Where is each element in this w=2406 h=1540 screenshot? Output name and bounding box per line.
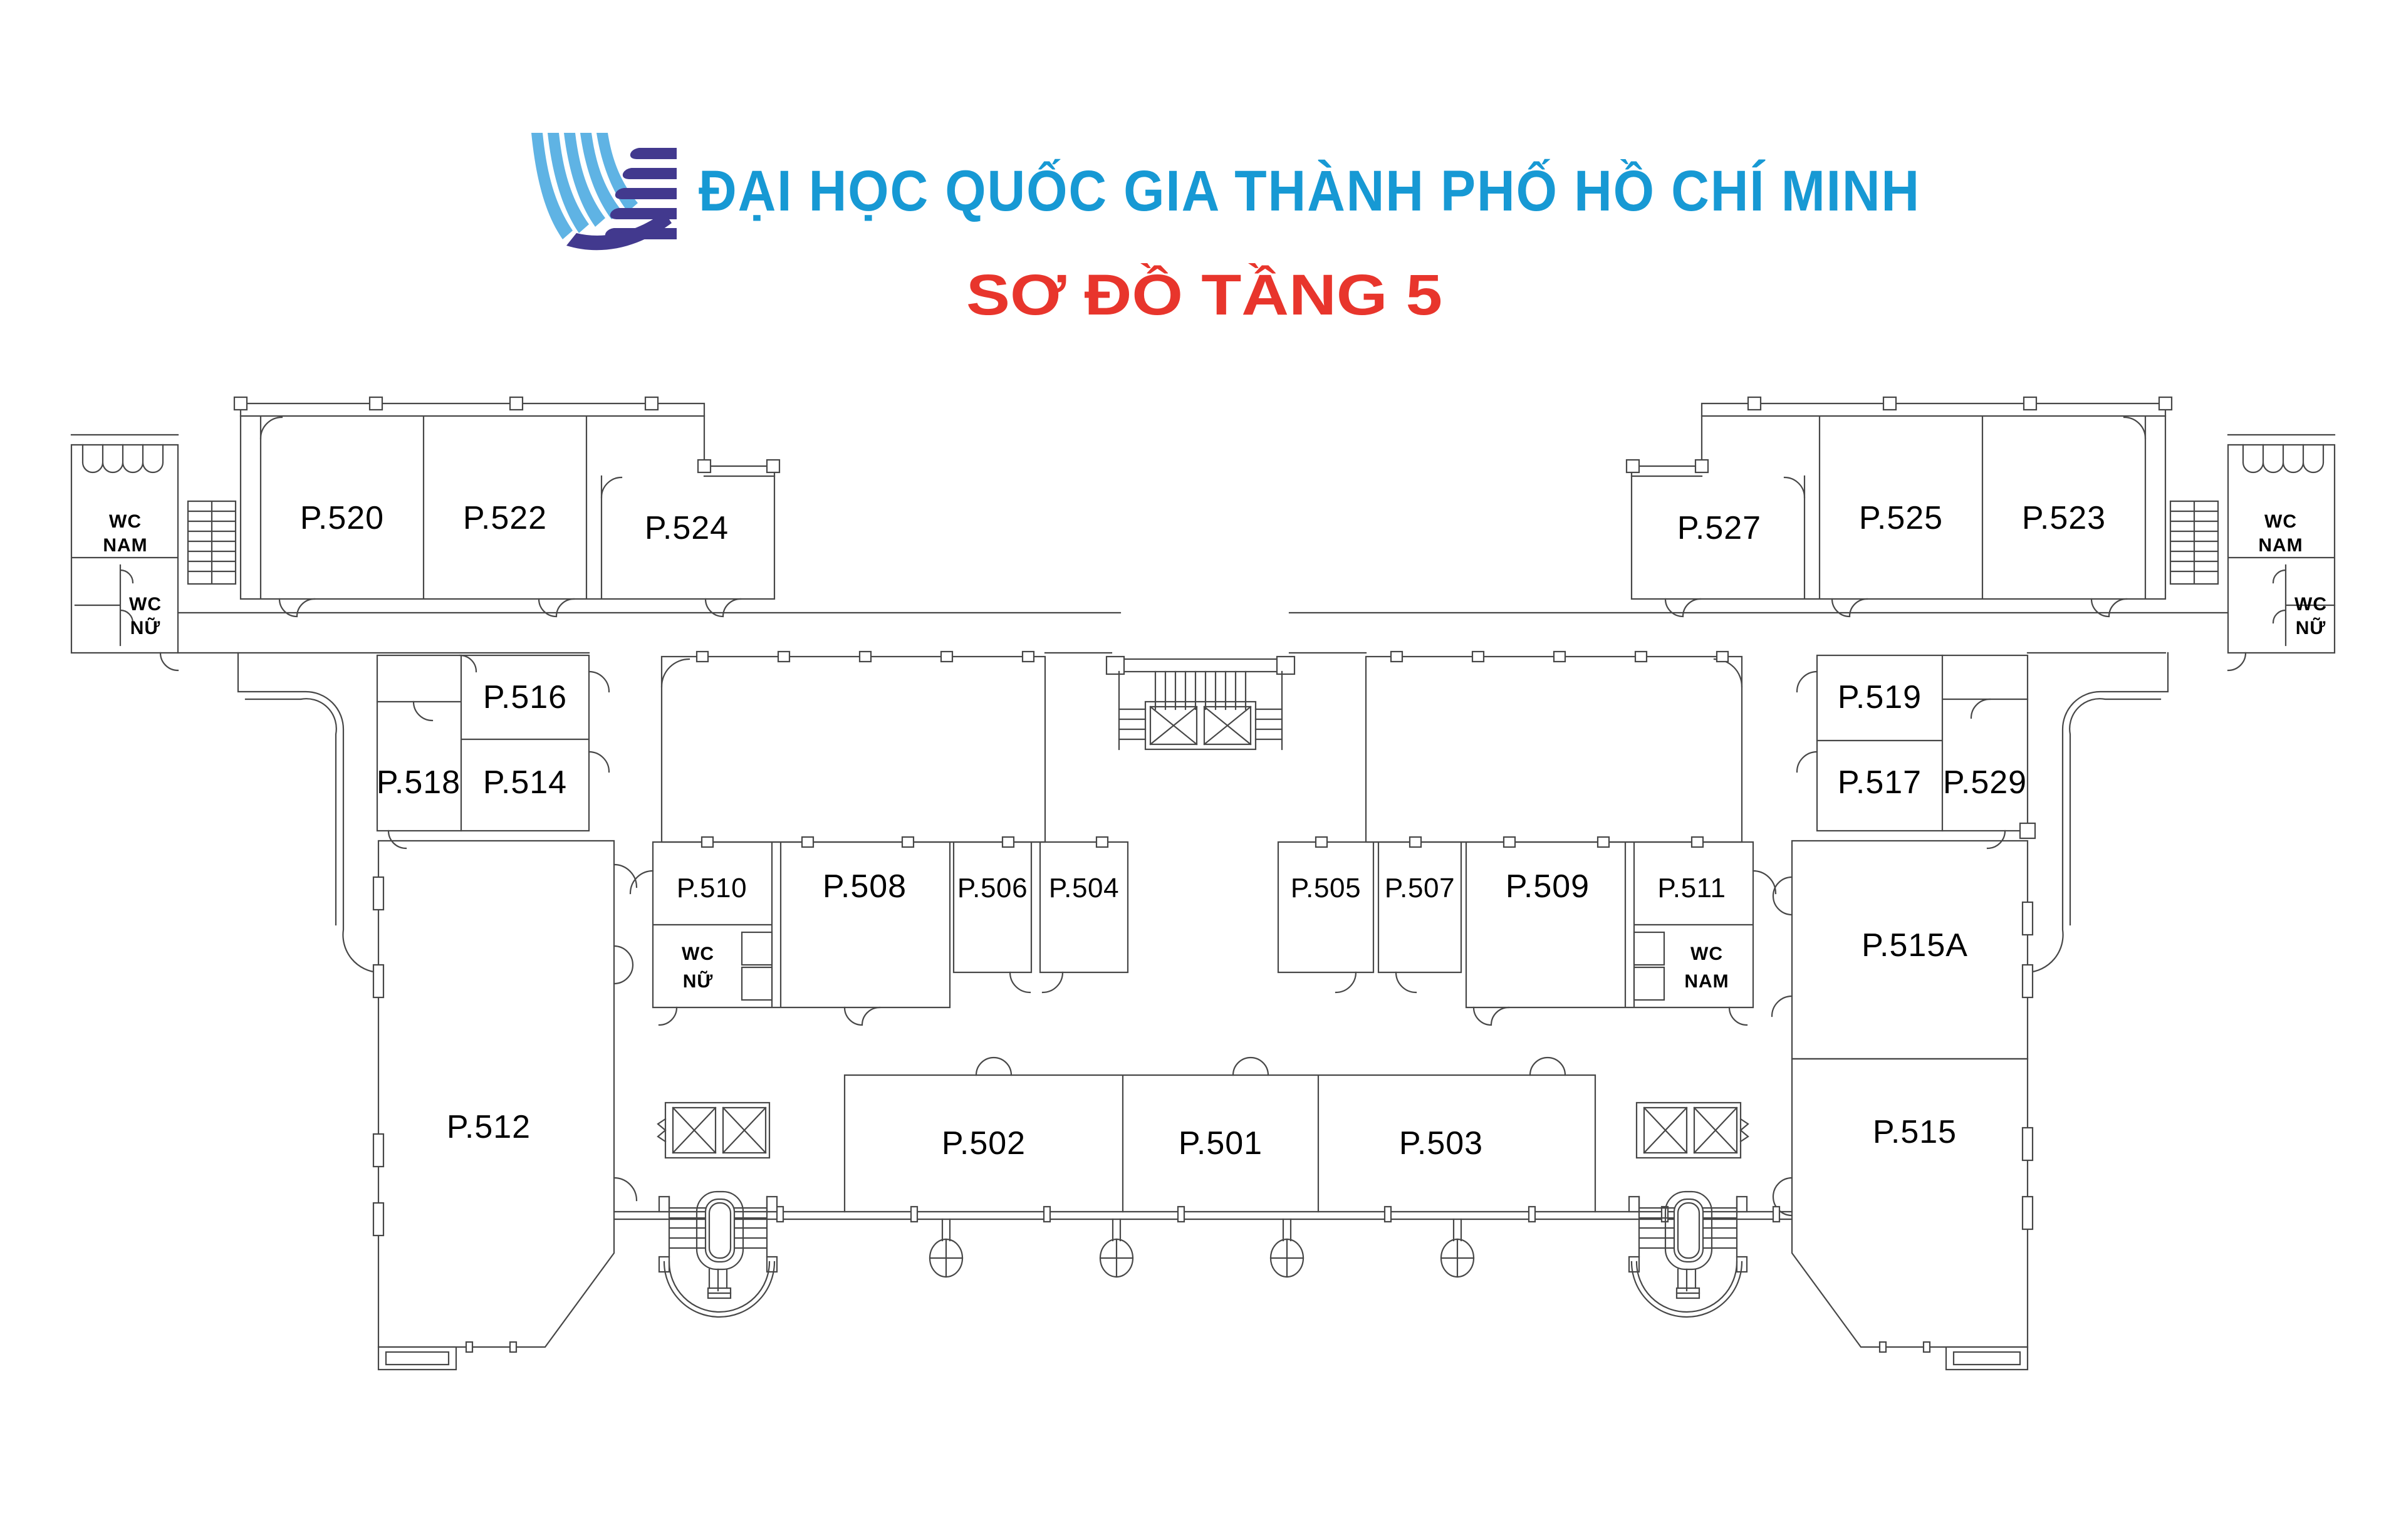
room-label-p501: P.501 <box>1179 1125 1263 1162</box>
room-label-p520: P.520 <box>300 500 384 536</box>
svg-text:NAM: NAM <box>103 535 147 556</box>
svg-text:WC: WC <box>2264 511 2297 532</box>
room-label-p510: P.510 <box>677 873 747 903</box>
vnu-logo-icon <box>531 133 677 251</box>
room-label-p516: P.516 <box>483 679 567 715</box>
room-unlabeled-left <box>660 650 1046 843</box>
svg-text:NỮ: NỮ <box>2296 617 2326 638</box>
room-label-p523: P.523 <box>2022 500 2106 536</box>
room-label-p506: P.506 <box>957 873 1028 903</box>
stairwell-left-top <box>187 500 237 585</box>
svg-text:WC: WC <box>129 594 162 615</box>
room-label-p518: P.518 <box>377 764 461 801</box>
strip-right <box>1277 836 1777 1026</box>
fan-column-icon <box>929 1218 964 1278</box>
spiral-stair-right <box>1628 1190 1748 1318</box>
room-label-p522: P.522 <box>463 500 547 536</box>
room-unlabeled-right <box>1365 650 1743 843</box>
header: ĐẠI HỌC QUỐC GIA THÀNH PHỐ HỒ CHÍ MINH S… <box>531 133 1920 327</box>
bottom-rooms <box>613 1056 1793 1223</box>
corridors <box>177 611 2229 974</box>
wc-nam-label-right: WC NAM <box>2258 511 2303 556</box>
room-p515-shape <box>1772 1058 2034 1371</box>
room-label-p515: P.515 <box>1873 1114 1957 1150</box>
wc-block-right <box>2227 434 2336 672</box>
room-label-p508: P.508 <box>823 868 907 905</box>
room-label-p514: P.514 <box>483 764 567 801</box>
wc-nam-label-center: WC NAM <box>1684 944 1729 992</box>
fan-column-icon <box>1440 1218 1475 1278</box>
block-p516 <box>376 654 610 850</box>
room-label-p517: P.517 <box>1838 764 1922 801</box>
stairwell-right-top <box>2169 500 2219 585</box>
room-label-p502: P.502 <box>942 1125 1026 1162</box>
page-title: ĐẠI HỌC QUỐC GIA THÀNH PHỐ HỒ CHÍ MINH <box>699 159 1920 223</box>
room-label-p524: P.524 <box>645 510 729 546</box>
elevator-left-symbol <box>657 1101 771 1159</box>
central-core <box>1105 655 1296 751</box>
fan-column-icon <box>1099 1218 1134 1278</box>
svg-text:WC: WC <box>2294 594 2327 615</box>
room-label-p512: P.512 <box>447 1109 531 1145</box>
right-wing <box>1625 396 2173 618</box>
svg-text:NỮ: NỮ <box>683 970 714 992</box>
room-label-p507: P.507 <box>1385 873 1455 903</box>
wc-nu-label-center: WC NỮ <box>682 944 714 992</box>
block-p519 <box>1796 654 2036 850</box>
svg-text:NAM: NAM <box>1684 971 1729 992</box>
room-label-p504: P.504 <box>1049 873 1119 903</box>
wc-nu-label-right: WC NỮ <box>2294 594 2327 638</box>
elevator-right-symbol <box>1635 1101 1749 1159</box>
room-label-p527: P.527 <box>1677 510 1761 546</box>
room-label-p503: P.503 <box>1399 1125 1483 1162</box>
left-wing <box>233 396 781 618</box>
room-label-p505: P.505 <box>1291 873 1361 903</box>
room-label-p511: P.511 <box>1657 873 1726 903</box>
spiral-stair-left <box>658 1190 778 1318</box>
svg-text:WC: WC <box>109 511 142 532</box>
wc-nam-label-left: WC NAM <box>103 511 147 556</box>
room-label-p519: P.519 <box>1838 679 1922 715</box>
page-subtitle: SƠ ĐỒ TẦNG 5 <box>966 263 1442 327</box>
svg-text:WC: WC <box>1690 944 1723 964</box>
fan-column-icon <box>1269 1218 1305 1278</box>
wc-nu-label-left: WC NỮ <box>129 594 162 638</box>
room-p512-shape <box>372 840 638 1371</box>
svg-text:NỮ: NỮ <box>130 617 161 638</box>
room-p515a <box>1771 840 2034 1060</box>
room-label-p509: P.509 <box>1506 868 1590 905</box>
strip-left <box>629 836 1129 1026</box>
fan-columns <box>929 1218 1475 1278</box>
svg-text:WC: WC <box>682 944 714 964</box>
room-label-p529: P.529 <box>1943 764 2027 801</box>
svg-text:NAM: NAM <box>2258 535 2303 556</box>
room-label-p525: P.525 <box>1859 500 1943 536</box>
room-label-p515a: P.515A <box>1862 927 1968 964</box>
